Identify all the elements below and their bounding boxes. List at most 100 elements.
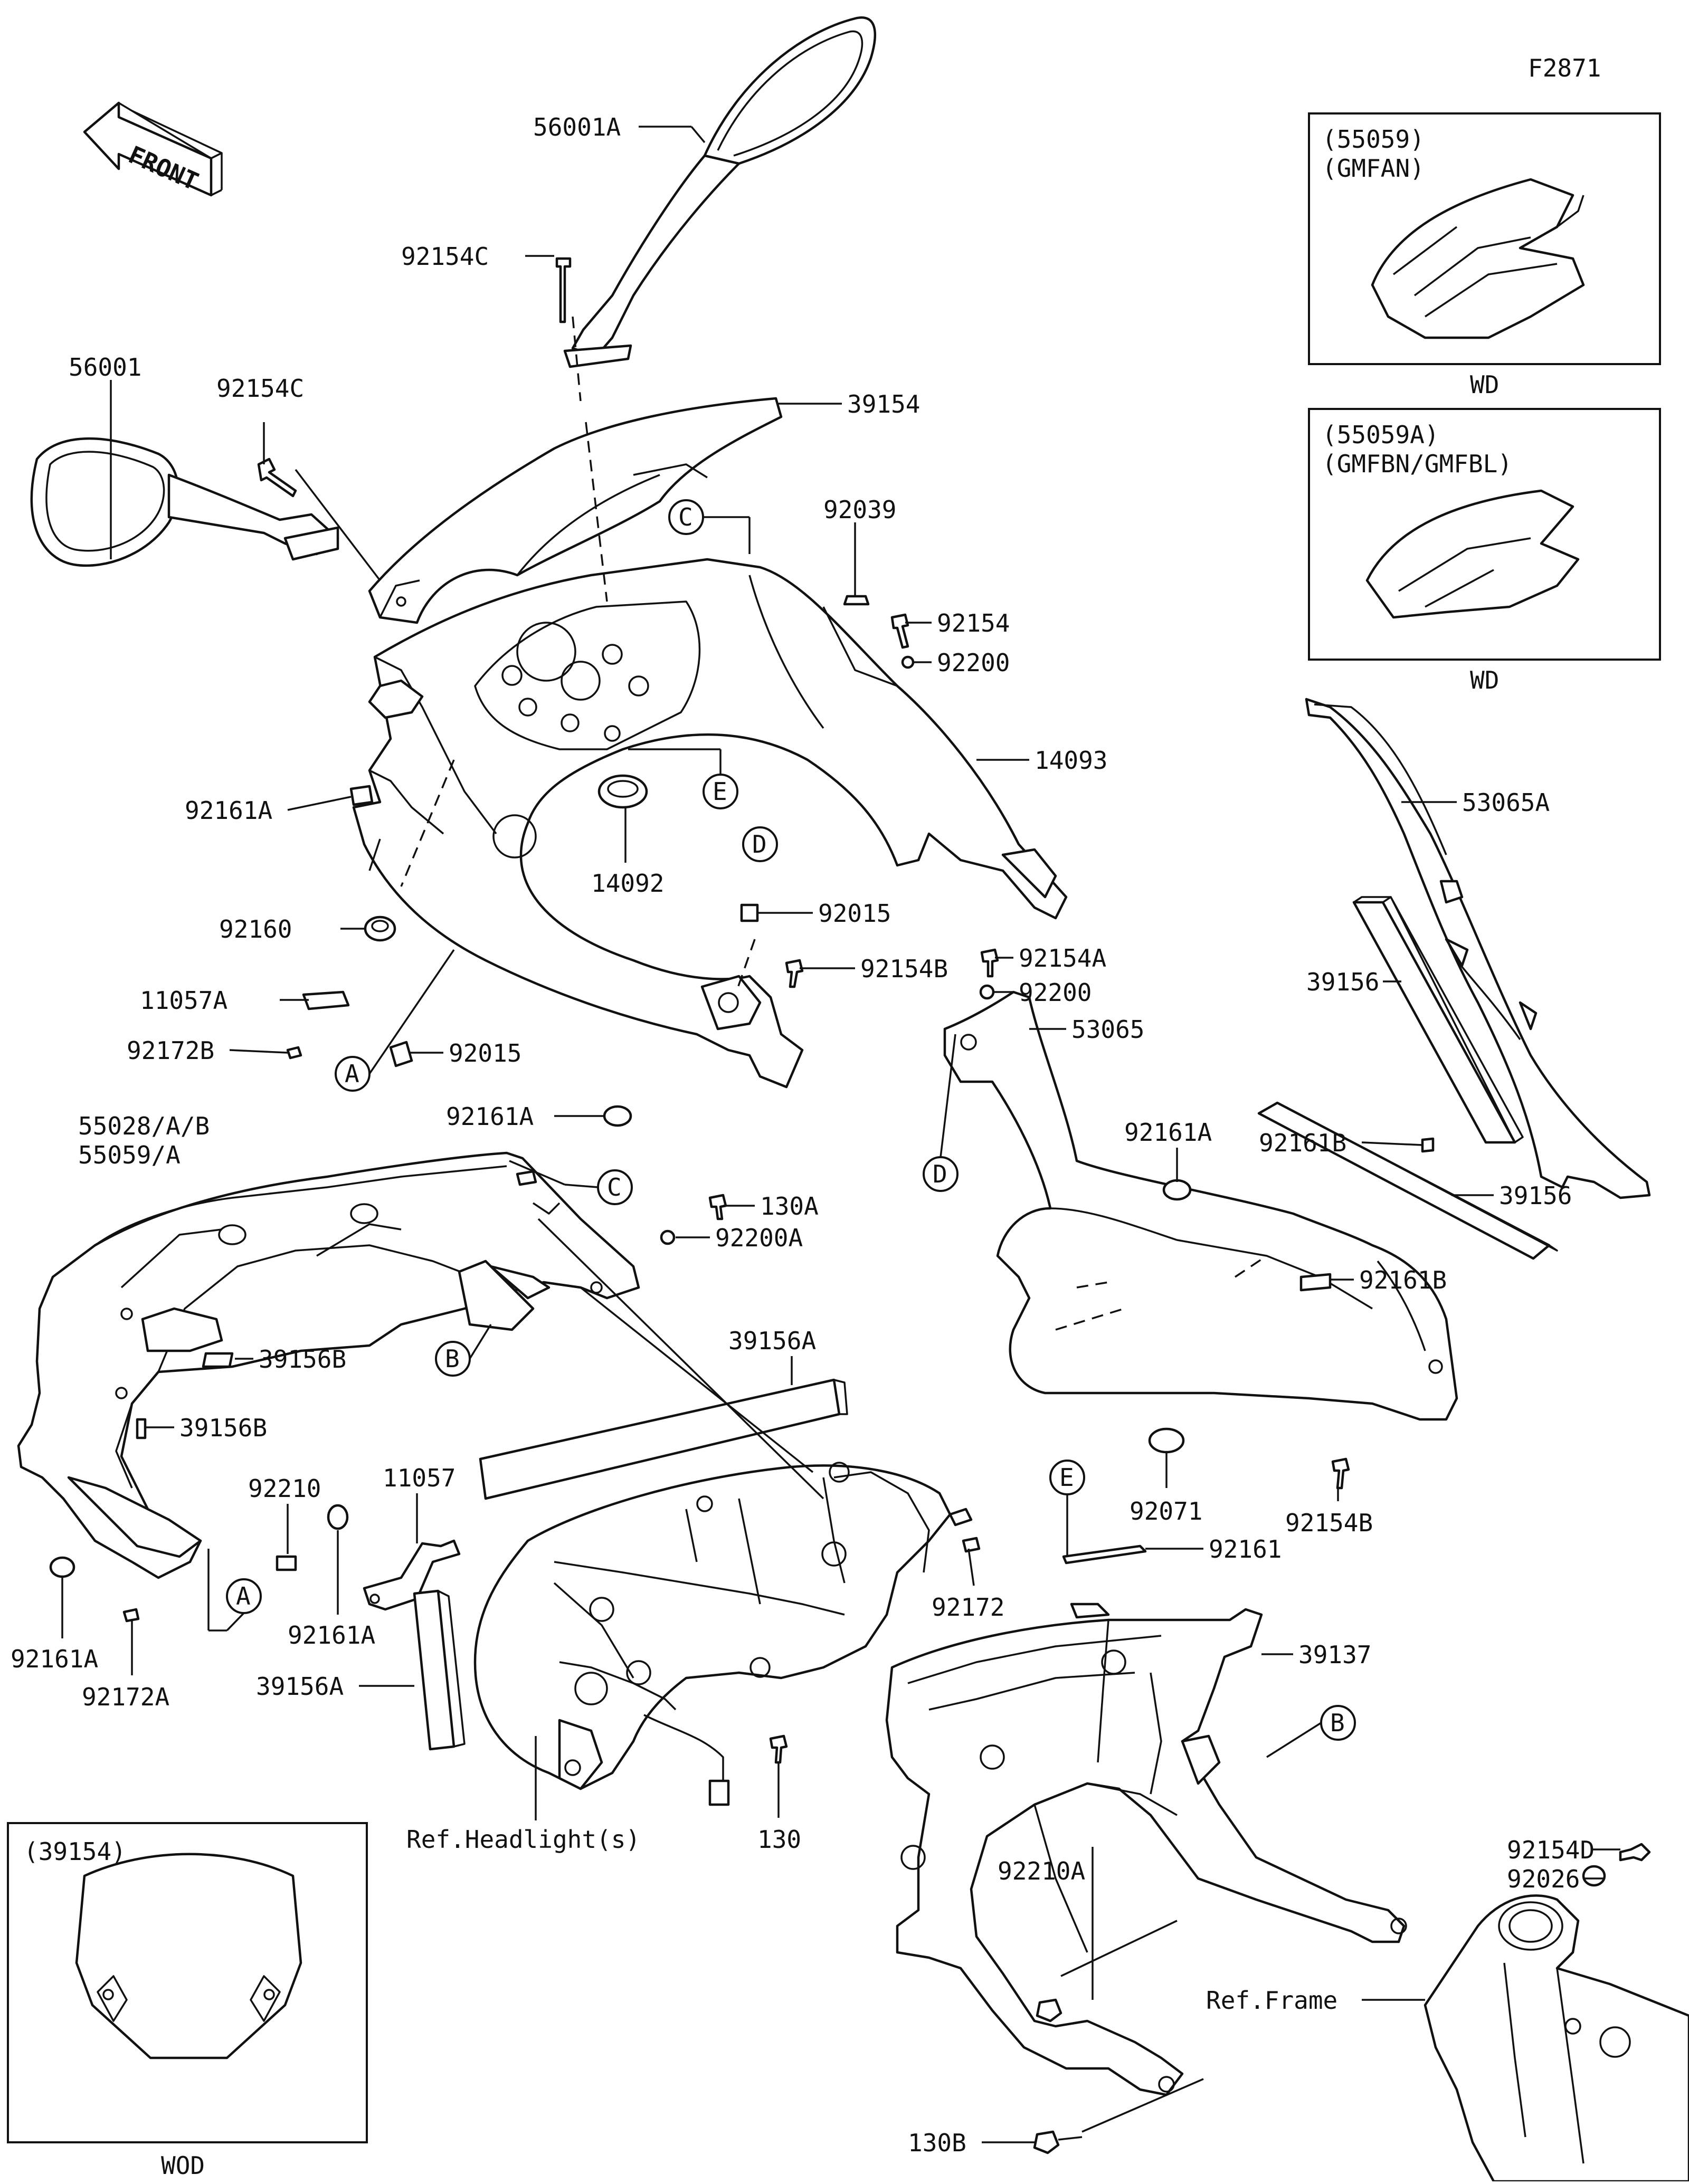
washer-92200 bbox=[901, 655, 915, 669]
side-cover-53065 bbox=[943, 990, 1458, 1421]
collar-92015-1 bbox=[389, 1041, 413, 1067]
pad-92161b-1 bbox=[1421, 1137, 1435, 1153]
inset-windshield: (39154) WOD bbox=[7, 1822, 368, 2180]
stay-92161 bbox=[1062, 1544, 1147, 1565]
leader-lines bbox=[61, 126, 1620, 2143]
grommet-92161a-5 bbox=[49, 1556, 75, 1578]
label-92154b-2: 92154B bbox=[1285, 1509, 1373, 1537]
grommet-14092 bbox=[597, 774, 648, 809]
callout-b-top: B bbox=[435, 1324, 492, 1377]
inset-gmfan-cowl-drawing bbox=[1371, 178, 1585, 339]
grommet-92161a-1 bbox=[349, 785, 374, 806]
label-55028: 55028/A/B bbox=[78, 1112, 210, 1140]
pad-92210 bbox=[276, 1555, 297, 1571]
label-92172: 92172 bbox=[932, 1593, 1004, 1622]
part-labels: 56001A 92154C 56001 92154C 39154 92039 9… bbox=[11, 113, 1595, 2157]
label-130: 130 bbox=[757, 1825, 801, 1854]
label-92200b: 92200 bbox=[1019, 978, 1092, 1007]
callout-c-mid: C bbox=[509, 1160, 633, 1205]
nut-11057a bbox=[302, 990, 350, 1010]
bolt-92154 bbox=[890, 613, 909, 649]
callout-d-top: D bbox=[742, 826, 778, 862]
inset-gmfan-variant: (GMFAN) bbox=[1322, 154, 1425, 183]
strip-39156a-1 bbox=[479, 1378, 848, 1500]
label-92172a: 92172A bbox=[82, 1683, 169, 1711]
label-92154b-1: 92154B bbox=[860, 955, 948, 983]
label-56001: 56001 bbox=[69, 353, 141, 382]
label-55059a: 55059/A bbox=[78, 1141, 181, 1169]
collar-92015-2 bbox=[740, 903, 759, 922]
bolt-92154b-2 bbox=[1331, 1457, 1350, 1490]
frame-reference bbox=[1424, 1894, 1689, 2183]
pad-39156b-1 bbox=[202, 1352, 234, 1368]
nut-92210a bbox=[1036, 1998, 1062, 2023]
upper-cowl-55028 bbox=[17, 1151, 640, 1579]
grommet-92161a-4 bbox=[327, 1504, 349, 1530]
strip-39156-2 bbox=[1257, 1101, 1558, 1260]
label-ref-headlight: Ref.Headlight(s) bbox=[406, 1825, 640, 1854]
screw-92172a bbox=[122, 1608, 140, 1623]
label-39137: 39137 bbox=[1298, 1641, 1371, 1669]
strip-39156-1 bbox=[1352, 896, 1524, 1144]
label-92154: 92154 bbox=[937, 609, 1010, 637]
svg-text:E: E bbox=[1059, 1463, 1074, 1492]
bolt-130a bbox=[708, 1194, 727, 1220]
strip-39156a-2 bbox=[413, 1589, 466, 1751]
bolt-130 bbox=[769, 1734, 788, 1764]
label-92161b-1: 92161B bbox=[1259, 1129, 1346, 1157]
inset-windshield-footer: WOD bbox=[161, 2151, 205, 2180]
label-ref-frame: Ref.Frame bbox=[1206, 1986, 1337, 2015]
label-92200: 92200 bbox=[937, 648, 1010, 677]
figure-code: F2871 bbox=[1528, 54, 1601, 82]
label-92154a: 92154A bbox=[1019, 944, 1106, 972]
bolt-130b bbox=[1033, 2130, 1083, 2154]
inset-gmfbn-code: (55059A) bbox=[1322, 421, 1439, 449]
pad-92161b-2 bbox=[1299, 1273, 1332, 1292]
label-92172b: 92172B bbox=[127, 1036, 214, 1065]
label-92161a-2: 92161A bbox=[446, 1102, 534, 1131]
label-92161a-4: 92161A bbox=[288, 1621, 375, 1649]
label-92210a: 92210A bbox=[998, 1857, 1085, 1885]
side-cover-53065a bbox=[1305, 698, 1651, 1199]
bolt-92154c-left bbox=[257, 457, 297, 498]
label-92039: 92039 bbox=[823, 495, 896, 524]
label-39154: 39154 bbox=[847, 390, 920, 418]
windshield-39154 bbox=[368, 397, 783, 624]
label-92071: 92071 bbox=[1130, 1497, 1202, 1525]
collar-92026 bbox=[1582, 1865, 1606, 1887]
inset-windshield-code: (39154) bbox=[24, 1837, 126, 1866]
bracket-11057 bbox=[363, 1539, 461, 1611]
label-92154c-left: 92154C bbox=[216, 374, 304, 403]
washer-92200a bbox=[660, 1229, 676, 1245]
label-130a: 130A bbox=[760, 1192, 819, 1220]
callout-b-bot: B bbox=[1266, 1705, 1356, 1758]
inset-gmfan: (55059) (GMFAN) WD bbox=[1308, 112, 1661, 399]
inset-windshield-frame bbox=[7, 1822, 368, 2143]
screw-92172b bbox=[286, 1046, 302, 1060]
label-92161b-2: 92161B bbox=[1359, 1266, 1447, 1294]
inner-cowl-14093 bbox=[352, 558, 1068, 1089]
grommet-92160 bbox=[364, 915, 396, 942]
label-39156-2: 39156 bbox=[1499, 1181, 1572, 1210]
svg-text:C: C bbox=[607, 1173, 622, 1201]
label-11057a: 11057A bbox=[140, 986, 227, 1015]
inset-gmfbn: (55059A) (GMFBN/GMFBL) WD bbox=[1308, 408, 1661, 694]
label-92154c-top: 92154C bbox=[401, 242, 489, 271]
label-92154d: 92154D bbox=[1507, 1836, 1595, 1864]
svg-text:A: A bbox=[345, 1060, 359, 1088]
svg-text:A: A bbox=[236, 1582, 251, 1610]
label-53065: 53065 bbox=[1071, 1015, 1144, 1044]
bolt-92039 bbox=[843, 595, 870, 606]
stay-39137 bbox=[885, 1603, 1407, 2096]
svg-text:C: C bbox=[678, 503, 693, 531]
left-mirror-56001 bbox=[30, 437, 339, 567]
svg-text:D: D bbox=[752, 830, 767, 859]
headlight-assembly bbox=[473, 1462, 973, 1806]
callout-c-top: C bbox=[668, 499, 751, 554]
label-39156a-2: 39156A bbox=[256, 1672, 344, 1701]
svg-text:B: B bbox=[445, 1344, 460, 1373]
label-92026: 92026 bbox=[1507, 1865, 1580, 1893]
inset-gmfan-frame bbox=[1308, 112, 1661, 365]
